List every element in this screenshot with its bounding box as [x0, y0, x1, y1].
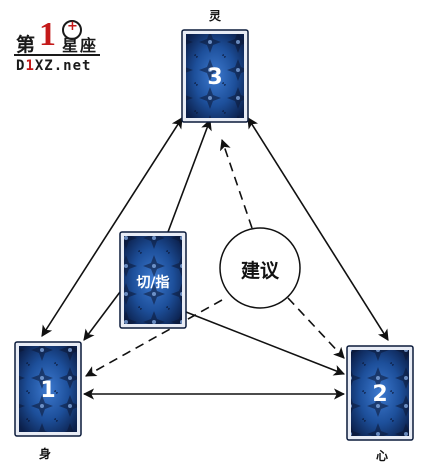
card-body: 1 [14, 341, 82, 437]
advice-label: 建议 [241, 259, 280, 282]
arrow-advice-spirit [219, 138, 253, 229]
arrow-spirit-mind [247, 117, 389, 341]
logo-char-di: 第 [16, 34, 36, 56]
arrow-advice-mind [287, 297, 345, 359]
connectors [41, 117, 389, 400]
card-cut-label: 切/指 [136, 274, 169, 291]
card-mind-label: 心 [376, 449, 388, 463]
card-mind: 2 [346, 345, 414, 441]
arrow-cut-spirit [167, 118, 212, 233]
card-spirit: 3 [181, 29, 249, 123]
logo-char-zuo: 座 [80, 36, 97, 55]
logo-domain: D1XZ.net [16, 58, 91, 74]
arrow-cut-body [83, 291, 121, 341]
logo-underline [14, 54, 100, 56]
advice-circle: 建议 [219, 227, 301, 309]
arrow-spirit-body [41, 117, 183, 337]
star-ring-icon [62, 19, 82, 40]
card-spirit-number: 3 [207, 65, 222, 90]
card-spirit-label: 灵 [209, 8, 222, 23]
domain-suffix: XZ.net [34, 58, 92, 74]
arrow-advice-body [85, 299, 223, 377]
logo-char-one: 1 [39, 16, 56, 53]
card-cut: 切/指 [119, 231, 187, 329]
domain-one: 1 [25, 58, 35, 74]
arrow-cut-mind [185, 311, 346, 376]
site-logo[interactable]: 第 1 星 座 D1XZ.net [12, 18, 104, 74]
card-body-number: 1 [40, 378, 55, 403]
logo-char-xing: 星 [62, 36, 79, 55]
card-mind-number: 2 [372, 382, 387, 407]
card-body-label: 身 [39, 446, 51, 461]
domain-prefix: D [16, 58, 26, 74]
